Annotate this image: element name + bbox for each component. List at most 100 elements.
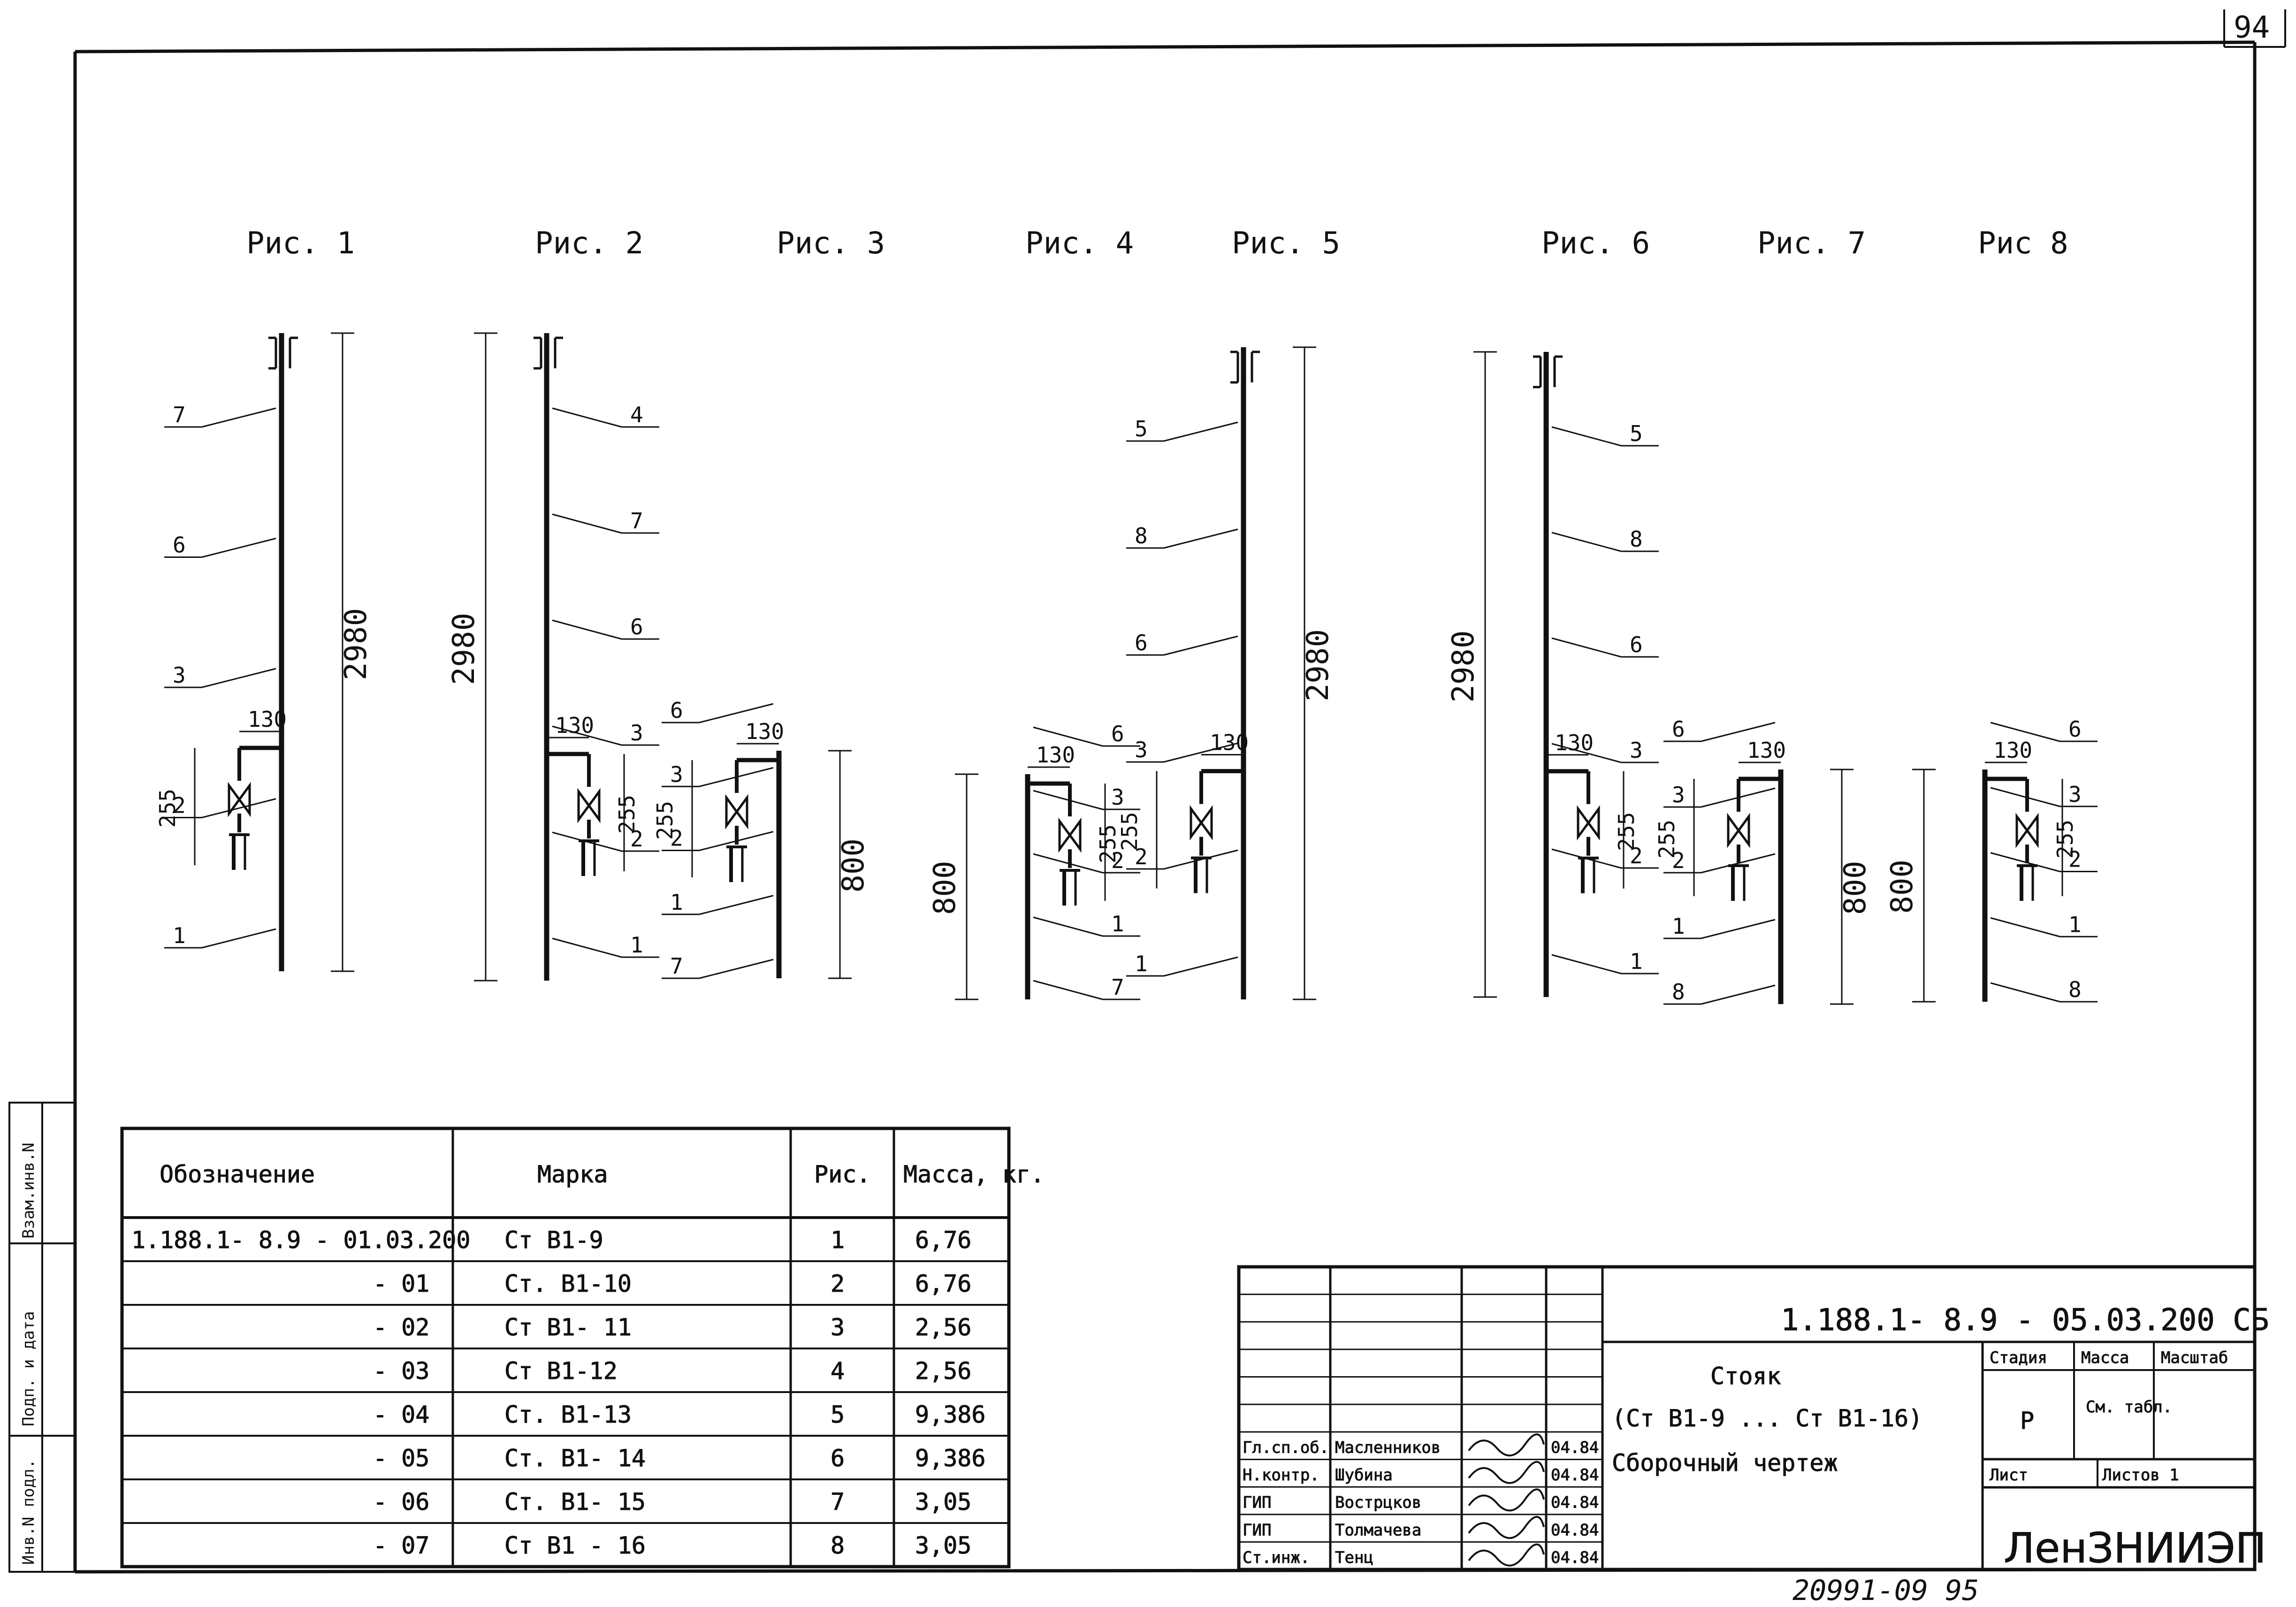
signature-name: Толмачева bbox=[1335, 1521, 1421, 1539]
part-mark: 3 bbox=[1630, 738, 1643, 763]
part-mark: 1 bbox=[173, 923, 186, 948]
table-header: Рис. bbox=[814, 1161, 870, 1188]
leader-line bbox=[1551, 743, 1622, 763]
figure-caption: Рис 8 bbox=[1978, 226, 2068, 261]
part-mark: 1 bbox=[630, 932, 643, 958]
dim-label: 130 bbox=[1747, 738, 1786, 763]
signature-name: Тенц bbox=[1335, 1548, 1373, 1567]
valve-icon bbox=[1727, 813, 1750, 848]
block-border bbox=[1237, 1265, 2257, 1571]
figure-caption: Рис. 2 bbox=[535, 226, 643, 261]
part-mark: 3 bbox=[1111, 784, 1124, 810]
signature-date: 04.84 bbox=[1551, 1548, 1599, 1567]
valve-icon bbox=[2015, 813, 2039, 848]
part-mark: 6 bbox=[1135, 630, 1148, 655]
leader-line bbox=[1990, 982, 2060, 1003]
part-mark: 3 bbox=[173, 663, 186, 688]
table-cell: 7 bbox=[831, 1488, 845, 1516]
signature-scribble bbox=[1468, 1488, 1545, 1512]
part-mark: 1 bbox=[1135, 951, 1148, 976]
leader-line bbox=[552, 513, 622, 534]
stage-value: Р bbox=[2020, 1407, 2034, 1434]
part-mark: 6 bbox=[1111, 721, 1124, 746]
part-mark: 2 bbox=[1672, 848, 1685, 873]
signature-role: ГИП bbox=[1243, 1521, 1271, 1539]
leader-line bbox=[1990, 852, 2060, 872]
leader-line bbox=[201, 928, 276, 949]
dim-label: 130 bbox=[248, 707, 287, 732]
leader-line bbox=[201, 407, 276, 428]
signature-date: 04.84 bbox=[1551, 1493, 1599, 1512]
part-mark: 3 bbox=[1672, 782, 1685, 807]
leader-line bbox=[1551, 532, 1622, 552]
dim-label: 800 bbox=[836, 838, 871, 893]
leader-line bbox=[1990, 722, 2060, 742]
leader-line bbox=[1033, 853, 1103, 874]
part-mark: 5 bbox=[1630, 421, 1643, 446]
dim-label: 255 bbox=[155, 789, 180, 828]
part-mark: 2 bbox=[1630, 843, 1643, 868]
dim-label: 800 bbox=[1838, 861, 1873, 915]
valve-icon bbox=[228, 782, 251, 817]
table-cell: 4 bbox=[831, 1357, 845, 1385]
signature-role: Гл.сп.об. bbox=[1243, 1438, 1329, 1457]
table-cell: 3 bbox=[831, 1314, 845, 1341]
table-cell: - 03 bbox=[373, 1357, 429, 1385]
part-mark: 6 bbox=[630, 614, 643, 640]
leader-line bbox=[1163, 849, 1238, 870]
part-mark: 7 bbox=[173, 402, 186, 427]
leader-line bbox=[1990, 787, 2060, 807]
table-header: Обозначение bbox=[160, 1161, 315, 1188]
dim-label: 255 bbox=[1614, 812, 1639, 851]
signature-role: Ст.инж. bbox=[1243, 1548, 1310, 1567]
table-cell: Ст. В1-10 bbox=[504, 1270, 632, 1297]
leader-line bbox=[1551, 637, 1622, 658]
leader-line bbox=[1701, 722, 1776, 742]
margin-label-3: Инв.N подл. bbox=[19, 1459, 38, 1565]
figure-caption: Рис. 7 bbox=[1757, 226, 1866, 261]
leader-line bbox=[1033, 916, 1103, 937]
margin-label-1: Взам.инв.N bbox=[19, 1142, 38, 1239]
leader-line bbox=[201, 798, 276, 818]
leader-line bbox=[1551, 954, 1622, 975]
margin-label-2: Подп. и дата bbox=[19, 1311, 38, 1426]
valve-icon bbox=[1190, 805, 1213, 841]
part-mark: 3 bbox=[2068, 782, 2082, 807]
document-code: 1.188.1- 8.9 - 05.03.200 СБ bbox=[1781, 1303, 2269, 1338]
dim-label: 130 bbox=[555, 713, 594, 738]
figure-caption: Рис. 1 bbox=[246, 226, 355, 261]
table-header: Масса, кг. bbox=[903, 1161, 1045, 1188]
part-mark: 8 bbox=[1672, 979, 1685, 1005]
leader-line bbox=[1033, 980, 1103, 1000]
dim-label: 255 bbox=[1654, 820, 1679, 859]
leader-line bbox=[552, 937, 622, 958]
title-line: (Ст В1-9 ... Ст В1-16) bbox=[1612, 1405, 1922, 1432]
leader-line bbox=[699, 703, 774, 724]
dim-label: 255 bbox=[652, 801, 678, 840]
signature-name: Шубина bbox=[1335, 1466, 1393, 1485]
title-line: Сборочный чертеж bbox=[1612, 1449, 1838, 1477]
dim-label: 130 bbox=[745, 719, 784, 744]
leader-line bbox=[1551, 848, 1622, 869]
table-cell: 2,56 bbox=[915, 1357, 971, 1385]
leader-line bbox=[1163, 956, 1238, 977]
margin-stamp bbox=[8, 1102, 76, 1573]
leader-line bbox=[1701, 787, 1776, 808]
leader-line bbox=[1163, 421, 1238, 442]
leader-line bbox=[1990, 917, 2060, 937]
leader-line bbox=[552, 725, 622, 746]
dim-label: 255 bbox=[614, 795, 640, 834]
leader-line bbox=[699, 959, 774, 979]
part-mark: 1 bbox=[1111, 911, 1124, 937]
leader-line bbox=[1163, 528, 1238, 549]
valve-icon bbox=[1577, 805, 1600, 841]
